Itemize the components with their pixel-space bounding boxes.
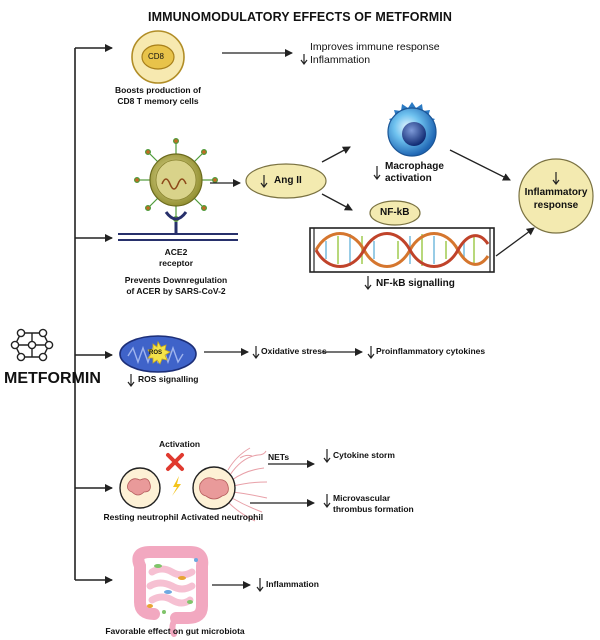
oxidative-stress-label: Oxidative stress xyxy=(261,346,327,356)
ace2-label-line2: receptor xyxy=(158,258,193,268)
nfkb-to-inflammatory-arrow xyxy=(495,227,535,257)
down-arrow-icon xyxy=(256,578,264,592)
down-arrow-icon xyxy=(364,276,372,290)
down-arrow-icon xyxy=(300,54,308,65)
ang2-to-nfkb-arrow xyxy=(321,193,353,211)
gut-effect-label: Inflammation xyxy=(266,579,319,589)
ros-signalling-label: ROS signalling xyxy=(138,374,199,384)
down-arrow-icon xyxy=(367,346,375,359)
nfkb-signalling-label: NF-kB signalling xyxy=(376,278,455,289)
activated-neutrophil-icon xyxy=(192,447,268,522)
down-arrow-icon xyxy=(552,172,560,185)
inflammatory-label-line1: Inflammatory xyxy=(524,187,588,198)
ros-label: ROS xyxy=(149,350,163,356)
sars-cov-2-virus-icon xyxy=(134,138,219,223)
macrophage-label-line1: Macrophage xyxy=(385,161,444,172)
ang2-label: Ang II xyxy=(274,175,302,186)
ang2-to-macrophage-arrow xyxy=(321,146,351,163)
metformin-molecule-icon xyxy=(10,328,54,362)
nfkb-label: NF-kB xyxy=(380,207,410,218)
dna-helix-icon xyxy=(309,227,495,273)
metformin-label: METFORMIN xyxy=(4,370,101,387)
down-arrow-icon xyxy=(323,494,331,508)
down-arrow-icon xyxy=(127,374,135,387)
cd8-caption-line1: Boosts production of xyxy=(115,85,201,95)
cd8-effect-line2: Inflammation xyxy=(310,54,371,66)
mitochondrion-icon xyxy=(119,335,197,373)
down-arrow-icon xyxy=(252,346,260,359)
cytokine-storm-label: Cytokine storm xyxy=(333,450,395,460)
virus-caption-line2: of ACER by SARS-CoV-2 xyxy=(126,286,226,296)
page-title: IMMUNOMODULATORY EFFECTS OF METFORMIN xyxy=(148,10,452,24)
thrombus-label-line2: thrombus formation xyxy=(333,504,414,514)
ace2-label-line1: ACE2 xyxy=(164,247,188,257)
macrophage-to-inflammatory-arrow xyxy=(449,149,511,181)
thrombus-label-line1: Microvascular xyxy=(333,493,391,503)
macrophage-label-line2: activation xyxy=(385,173,432,184)
activation-label: Activation xyxy=(159,439,201,449)
resting-neutrophil-label: Resting neutrophil xyxy=(103,512,179,522)
ang2-node xyxy=(245,163,327,199)
cd8-effect-line1: Improves immune response xyxy=(310,41,440,53)
gut-microbiota-icon xyxy=(132,546,209,637)
lightning-icon xyxy=(172,476,181,496)
down-arrow-icon xyxy=(373,166,381,180)
virus-caption-line1: Prevents Downregulation xyxy=(124,275,228,285)
activated-neutrophil-label: Activated neutrophil xyxy=(180,512,264,522)
macrophage-icon xyxy=(387,102,437,157)
inflammatory-response-node xyxy=(518,158,594,234)
ace2-receptor-icon xyxy=(118,211,238,241)
cd8-cell-icon xyxy=(131,30,185,84)
down-arrow-icon xyxy=(260,175,268,188)
resting-neutrophil-icon xyxy=(119,467,161,509)
cd8-caption-line2: CD8 T memory cells xyxy=(117,96,199,106)
metformin-trunk xyxy=(74,44,113,584)
nets-label: NETs xyxy=(268,452,290,462)
inflammatory-label-line2: response xyxy=(533,200,579,211)
gut-caption: Favorable effect on gut microbiota xyxy=(105,626,245,636)
nfkb-node xyxy=(369,200,421,226)
cd8-label: CD8 xyxy=(148,52,165,61)
down-arrow-icon xyxy=(323,449,331,463)
activation-cross-icon xyxy=(166,453,184,471)
cytokines-label: Proinflammatory cytokines xyxy=(376,346,486,356)
